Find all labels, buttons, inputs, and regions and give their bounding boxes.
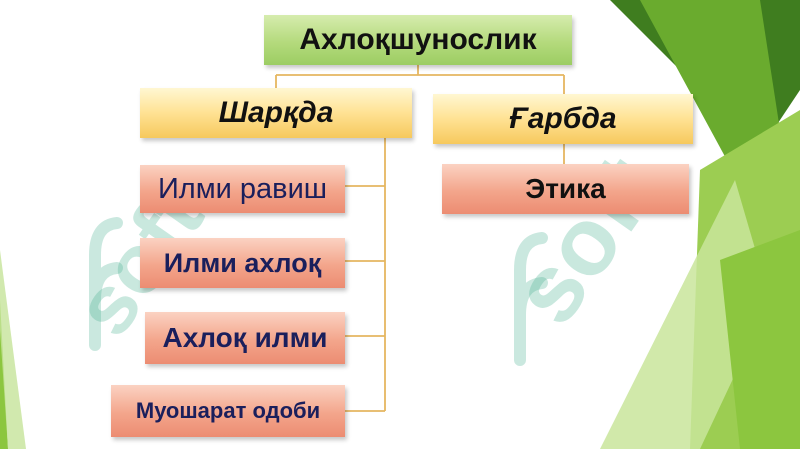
right-green-facet-bright [720,230,800,449]
east-item-label: Ахлоқ илми [162,322,328,353]
west-item-node: Этика [442,164,689,214]
left-green-stripe-light [0,250,26,449]
root-node-label: Ахлоқшунослик [299,23,537,56]
west-item-label: Этика [525,173,606,204]
east-item-node: Илми ахлоқ [140,238,345,288]
east-item-label: Муошарат одоби [135,398,321,423]
east-item-label: Илми ахлоқ [163,247,322,278]
right-green-facet-mid [640,0,800,330]
east-item-node: Муошарат одоби [111,385,345,437]
east-branch-label: Шарқда [218,96,334,129]
east-branch-node: Шарқда [140,88,412,138]
west-branch-node: Ғарбда [433,94,693,144]
east-item-node: Ахлоқ илми [145,312,345,364]
east-item-label: Илми равиш [157,172,328,205]
watermark-glyph-right [514,232,548,366]
west-branch-label: Ғарбда [509,102,617,135]
right-green-facet-pale [600,180,770,449]
east-item-node: Илми равиш [140,165,345,213]
root-node: Ахлоқшунослик [264,15,572,65]
watermark-glyph-left [89,217,123,351]
